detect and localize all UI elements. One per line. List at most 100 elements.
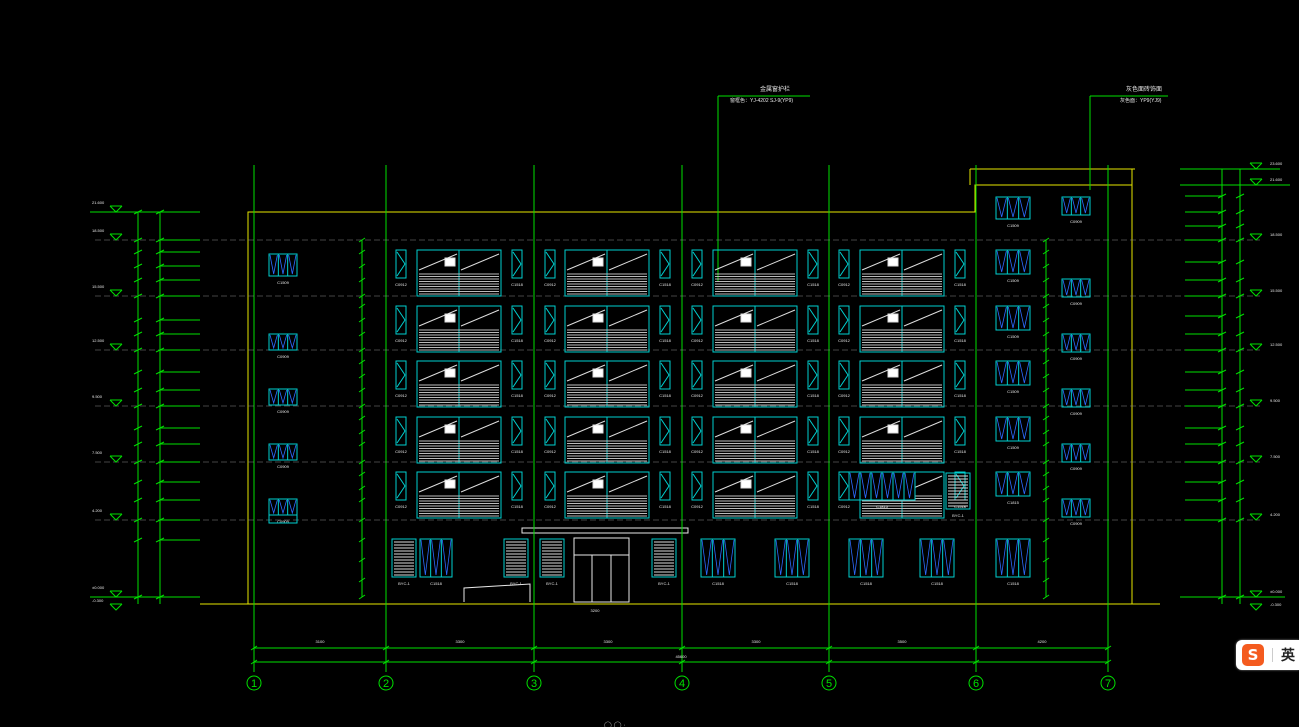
level-text: 12.500 [92, 338, 105, 343]
dim-tick [1217, 259, 1227, 265]
dim-tick [1217, 479, 1227, 485]
level-text: 7.500 [1270, 454, 1281, 459]
dim-tick [678, 645, 686, 651]
window-frame [995, 360, 1031, 386]
dim-tick [1042, 537, 1050, 543]
entrance-door [573, 537, 630, 603]
window-sash [849, 539, 860, 576]
dim-text: 3300 [752, 639, 762, 644]
narrow-window [544, 360, 556, 390]
louver-window [503, 538, 529, 578]
window-label: C1518 [954, 282, 967, 287]
level-marker [109, 590, 123, 598]
dim-text: 3100 [316, 639, 326, 644]
narrow-window [838, 360, 850, 390]
window-label: C1518 [511, 338, 524, 343]
dim-tick [825, 645, 833, 651]
window-sash [269, 499, 278, 515]
window-label: BYC-1 [658, 581, 671, 586]
vent-icon [592, 368, 604, 378]
axis-bubble [968, 675, 984, 691]
dim-tick [1235, 313, 1245, 319]
window-label: C1518 [511, 449, 524, 454]
dim-tick [1217, 369, 1227, 375]
dim-tick [358, 429, 366, 435]
window-sash [1062, 197, 1071, 214]
window-label: C0912 [544, 338, 557, 343]
window-label: C1518 [807, 282, 820, 287]
dim-tick [133, 594, 143, 600]
axis-label: 3 [531, 678, 537, 690]
dim-tick [358, 317, 366, 323]
window-frame [774, 538, 810, 578]
dim-tick [1042, 459, 1050, 465]
dim-tick [1235, 293, 1245, 299]
window-label: C0912 [395, 504, 408, 509]
dim-tick [1042, 497, 1050, 503]
dim-tick [1235, 223, 1245, 229]
window-sash [712, 539, 724, 576]
dim-tick [358, 347, 366, 353]
sogou-logo-icon[interactable]: S [1242, 644, 1264, 666]
axis-bubble [821, 675, 837, 691]
dim-text: 3500 [898, 639, 908, 644]
leader-right-note: 灰色面：YP9(YJ9) [1120, 97, 1162, 104]
dim-tick [1104, 645, 1112, 651]
axis-label: 2 [383, 678, 389, 690]
vent-icon [444, 257, 456, 267]
dim-tick [1042, 331, 1050, 337]
window-sash [1007, 539, 1019, 576]
window-sash [1071, 197, 1081, 214]
level-marker [1249, 343, 1263, 351]
window-frame [268, 498, 298, 524]
window-sash [269, 444, 278, 460]
window-frame [419, 538, 453, 578]
window-sash [288, 444, 297, 460]
window-label: C0912 [691, 282, 704, 287]
vent-icon [444, 424, 456, 434]
level-text: 9.500 [1270, 398, 1281, 403]
window-label: C1518 [954, 393, 967, 398]
window-sash [1081, 334, 1090, 351]
window-frame [995, 416, 1031, 442]
narrow-window [954, 249, 966, 279]
dim-tick [133, 403, 143, 409]
window-label: C1518 [659, 504, 672, 509]
window-frame [1061, 333, 1091, 353]
ime-toolbar[interactable]: S 英 [1236, 640, 1299, 670]
dim-tick [358, 517, 366, 523]
dim-tick [1235, 497, 1245, 503]
window-frame [268, 333, 298, 351]
dim-tick [358, 459, 366, 465]
narrow-window [544, 471, 556, 501]
vent-icon [740, 368, 752, 378]
window-label: C0912 [544, 282, 557, 287]
window-frame [919, 538, 955, 578]
dim-tick [133, 347, 143, 353]
dim-tick [1104, 659, 1112, 665]
window-label: C1518 [511, 504, 524, 509]
narrow-window [511, 471, 523, 501]
dim-tick [358, 471, 366, 477]
dim-tick [133, 369, 143, 375]
level-text: 9.500 [92, 394, 103, 399]
dim-tick [1042, 387, 1050, 393]
ime-language-toggle[interactable]: 英 [1281, 648, 1295, 664]
window-label: C0909 [1070, 521, 1083, 526]
narrow-window [691, 416, 703, 446]
window-label: C0912 [395, 449, 408, 454]
leader-left-note: 窗框色：YJ-4202 SJ-9(YP9) [730, 97, 793, 104]
dim-tick [1217, 237, 1227, 243]
dim-tick [358, 441, 366, 447]
dim-tick [1235, 517, 1245, 523]
axis-bubble [1100, 675, 1116, 691]
dim-tick [358, 293, 366, 299]
dim-tick [1217, 517, 1227, 523]
narrow-window [659, 305, 671, 335]
dim-tick [358, 303, 366, 309]
vent-icon [592, 479, 604, 489]
dim-tick [133, 387, 143, 393]
narrow-window [691, 360, 703, 390]
vent-icon [887, 368, 899, 378]
window-sash [798, 539, 809, 576]
